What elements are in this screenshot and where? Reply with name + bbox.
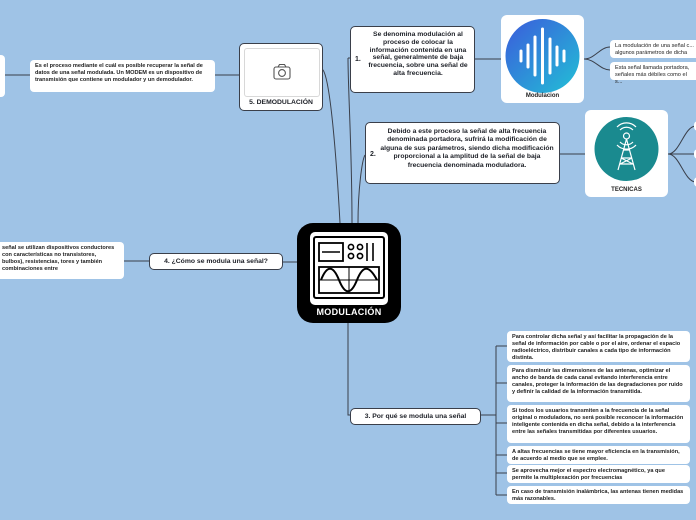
tecnicas-image-card[interactable]: TECNICAS	[585, 110, 668, 197]
oscilloscope-icon	[310, 232, 388, 305]
central-topic-title: MODULACIÓN	[316, 307, 382, 317]
branch-3-leaf-4[interactable]: A altas frecuencias se tiene mayor efici…	[507, 446, 690, 464]
branch-5-image	[244, 48, 320, 97]
tecnicas-leaf-1[interactable]	[694, 121, 696, 131]
branch-5-label: 5. DEMODULACIÓN	[249, 99, 313, 106]
branch-5-leaf[interactable]: Es el proceso mediante el cuál es posibl…	[30, 60, 215, 92]
central-topic[interactable]: MODULACIÓN	[297, 223, 401, 323]
tecnicas-leaf-3[interactable]	[694, 177, 696, 187]
branch-3-leaf-5[interactable]: Se aprovecha mejor el espectro electroma…	[507, 465, 690, 483]
branch-2-node[interactable]: 2. Debido a este proceso la señal de alt…	[365, 122, 560, 184]
branch-1-leaf-1[interactable]: La modulación de una señal c... algunos …	[610, 40, 696, 58]
offscreen-left-node[interactable]	[0, 55, 5, 97]
branch-2-text: Debido a este proceso la señal de alta f…	[380, 128, 554, 169]
branch-3-node[interactable]: 3. Por qué se modula una señal	[350, 408, 481, 425]
branch-1-leaf-2[interactable]: Esta señal llamada portadora, señales má…	[610, 62, 696, 85]
branch-3-leaf-6[interactable]: En caso de transmisión inalámbrica, las …	[507, 486, 690, 504]
branch-3-leaf-1[interactable]: Para controlar dicha señal y así facilit…	[507, 331, 690, 362]
branch-1-number: 1.	[355, 56, 361, 63]
radio-tower-icon	[594, 117, 659, 181]
tecnicas-image-caption: TECNICAS	[611, 187, 642, 193]
sound-wave-icon	[505, 19, 580, 93]
branch-4-node[interactable]: 4. ¿Cómo se modula una señal?	[149, 253, 283, 270]
branch-1-node[interactable]: 1. Se denomina modulación al proceso de …	[350, 26, 475, 93]
branch-3-leaf-2[interactable]: Para disminuir las dimensiones de las an…	[507, 365, 690, 402]
camera-icon	[273, 63, 291, 80]
branch-4-label: 4. ¿Cómo se modula una señal?	[164, 258, 268, 265]
branch-4-leaf[interactable]: señal se utilizan dispositivos conductor…	[0, 242, 124, 279]
tecnicas-leaf-2[interactable]	[694, 149, 696, 159]
modulacion-image-caption: Modulacion	[525, 93, 560, 99]
branch-2-number: 2.	[370, 151, 376, 158]
branch-3-label: 3. Por qué se modula una señal	[364, 413, 467, 420]
branch-3-leaf-3[interactable]: Si todos los usuarios transmiten a la fr…	[507, 405, 690, 443]
branch-1-text: Se denomina modulación al proceso de col…	[368, 31, 468, 77]
modulacion-image-card[interactable]: Modulacion	[501, 15, 584, 103]
branch-5-node[interactable]: 5. DEMODULACIÓN	[239, 43, 323, 111]
